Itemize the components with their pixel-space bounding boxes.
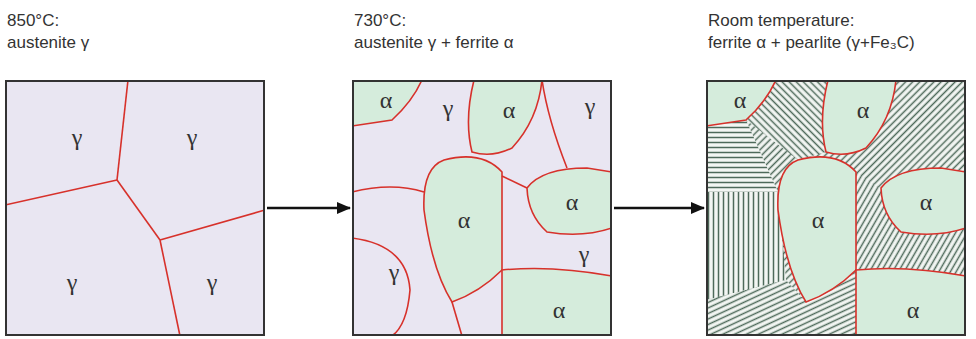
phase-label: α — [553, 297, 566, 323]
process-arrow — [614, 207, 704, 210]
grain-shape — [542, 80, 567, 168]
temperature-heading: Room temperature: ferrite α + pearlite (… — [708, 10, 915, 54]
phase-label: α — [380, 87, 393, 113]
phase-label: γ — [67, 269, 78, 295]
grain-shape — [352, 80, 612, 336]
phase-label: γ — [207, 269, 218, 295]
grain-shape — [856, 268, 966, 336]
phase-label: γ — [585, 93, 596, 119]
microstructure-panel: 730°C: austenite γ + ferrite ααγαγααγγα — [352, 80, 612, 336]
phase-label: α — [458, 207, 471, 233]
grain-shape — [502, 268, 612, 336]
phase-label: α — [907, 297, 920, 323]
heading-line: ferrite α + pearlite (γ+Fe₃C) — [708, 32, 915, 54]
grain-shape — [706, 80, 966, 336]
phase-label: α — [503, 97, 516, 123]
grain-shape — [468, 80, 542, 154]
phase-label: γ — [72, 124, 83, 150]
heading-line: 730°C: — [354, 10, 514, 32]
grain-shape — [502, 176, 527, 188]
phase-label: α — [920, 189, 933, 215]
phase-label: α — [734, 87, 747, 113]
microstructure-panel: 850°C: austenite γγγγγ — [5, 80, 265, 336]
grain-shape — [352, 187, 424, 192]
grain-shape — [706, 80, 966, 336]
process-arrow — [267, 207, 350, 210]
grain-shape — [5, 80, 265, 336]
grain-shape — [452, 302, 462, 336]
grain-shape — [160, 240, 180, 336]
grain-shape — [117, 180, 160, 240]
grain-shape — [352, 80, 422, 126]
heading-line: Room temperature: — [708, 10, 915, 32]
grain-shape — [160, 210, 265, 240]
heading-line: austenite γ — [7, 32, 89, 54]
grain-shape — [822, 80, 896, 154]
grain-shape — [778, 157, 856, 302]
grain-shape — [706, 80, 966, 336]
heading-line: 850°C: — [7, 10, 89, 32]
phase-label: α — [812, 207, 825, 233]
heading-line: austenite γ + ferrite α — [354, 32, 514, 54]
temperature-heading: 850°C: austenite γ — [7, 10, 89, 54]
microstructure-panel: Room temperature: ferrite α + pearlite (… — [706, 80, 966, 336]
austenite-grains — [5, 80, 265, 336]
phase-label: γ — [443, 95, 454, 121]
grain-shape — [527, 168, 612, 234]
grain-shape — [5, 180, 117, 205]
grain-shape — [706, 80, 776, 126]
grain-shape — [117, 80, 128, 180]
phase-label: γ — [187, 124, 198, 150]
phase-label: α — [566, 189, 579, 215]
phase-label: α — [857, 97, 870, 123]
grain-shape — [5, 80, 265, 336]
temperature-heading: 730°C: austenite γ + ferrite α — [354, 10, 514, 54]
phase-label: γ — [579, 241, 590, 267]
grain-shape — [352, 80, 612, 336]
grain-shape — [881, 168, 966, 234]
grain-shape — [352, 80, 567, 336]
grain-shape — [424, 157, 502, 302]
phase-label: γ — [389, 259, 400, 285]
grain-shape — [352, 238, 410, 336]
